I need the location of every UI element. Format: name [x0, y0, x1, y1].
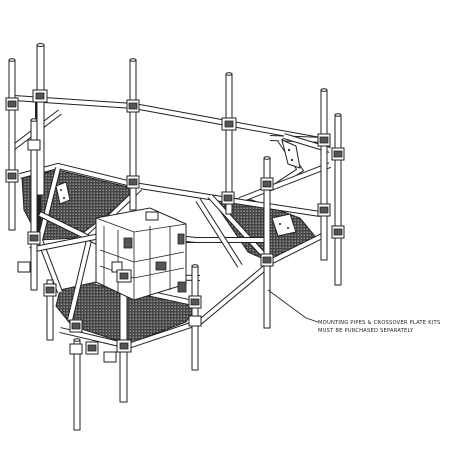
annotation-line-1: MOUNTING PIPES & CROSSOVER PLATE KITS [318, 320, 440, 326]
annotation-line-2: MUST BE PURCHASED SEPARATELY [318, 328, 414, 334]
annotation-leader [267, 289, 319, 323]
pipe-6 [334, 114, 342, 286]
pipe-12 [46, 279, 54, 341]
crossover-plates [55, 139, 301, 237]
crossover-plate-right [281, 139, 301, 169]
pipe-clamps [5, 89, 345, 363]
center-frame [95, 207, 187, 301]
crossover-plate-mid [271, 213, 297, 237]
annotation-note: MOUNTING PIPES & CROSSOVER PLATE KITS MU… [318, 320, 440, 334]
pipe-2 [8, 59, 16, 231]
pipe-1 [36, 44, 45, 196]
pipe-5 [320, 89, 328, 261]
crossover-plate-left [55, 181, 71, 205]
